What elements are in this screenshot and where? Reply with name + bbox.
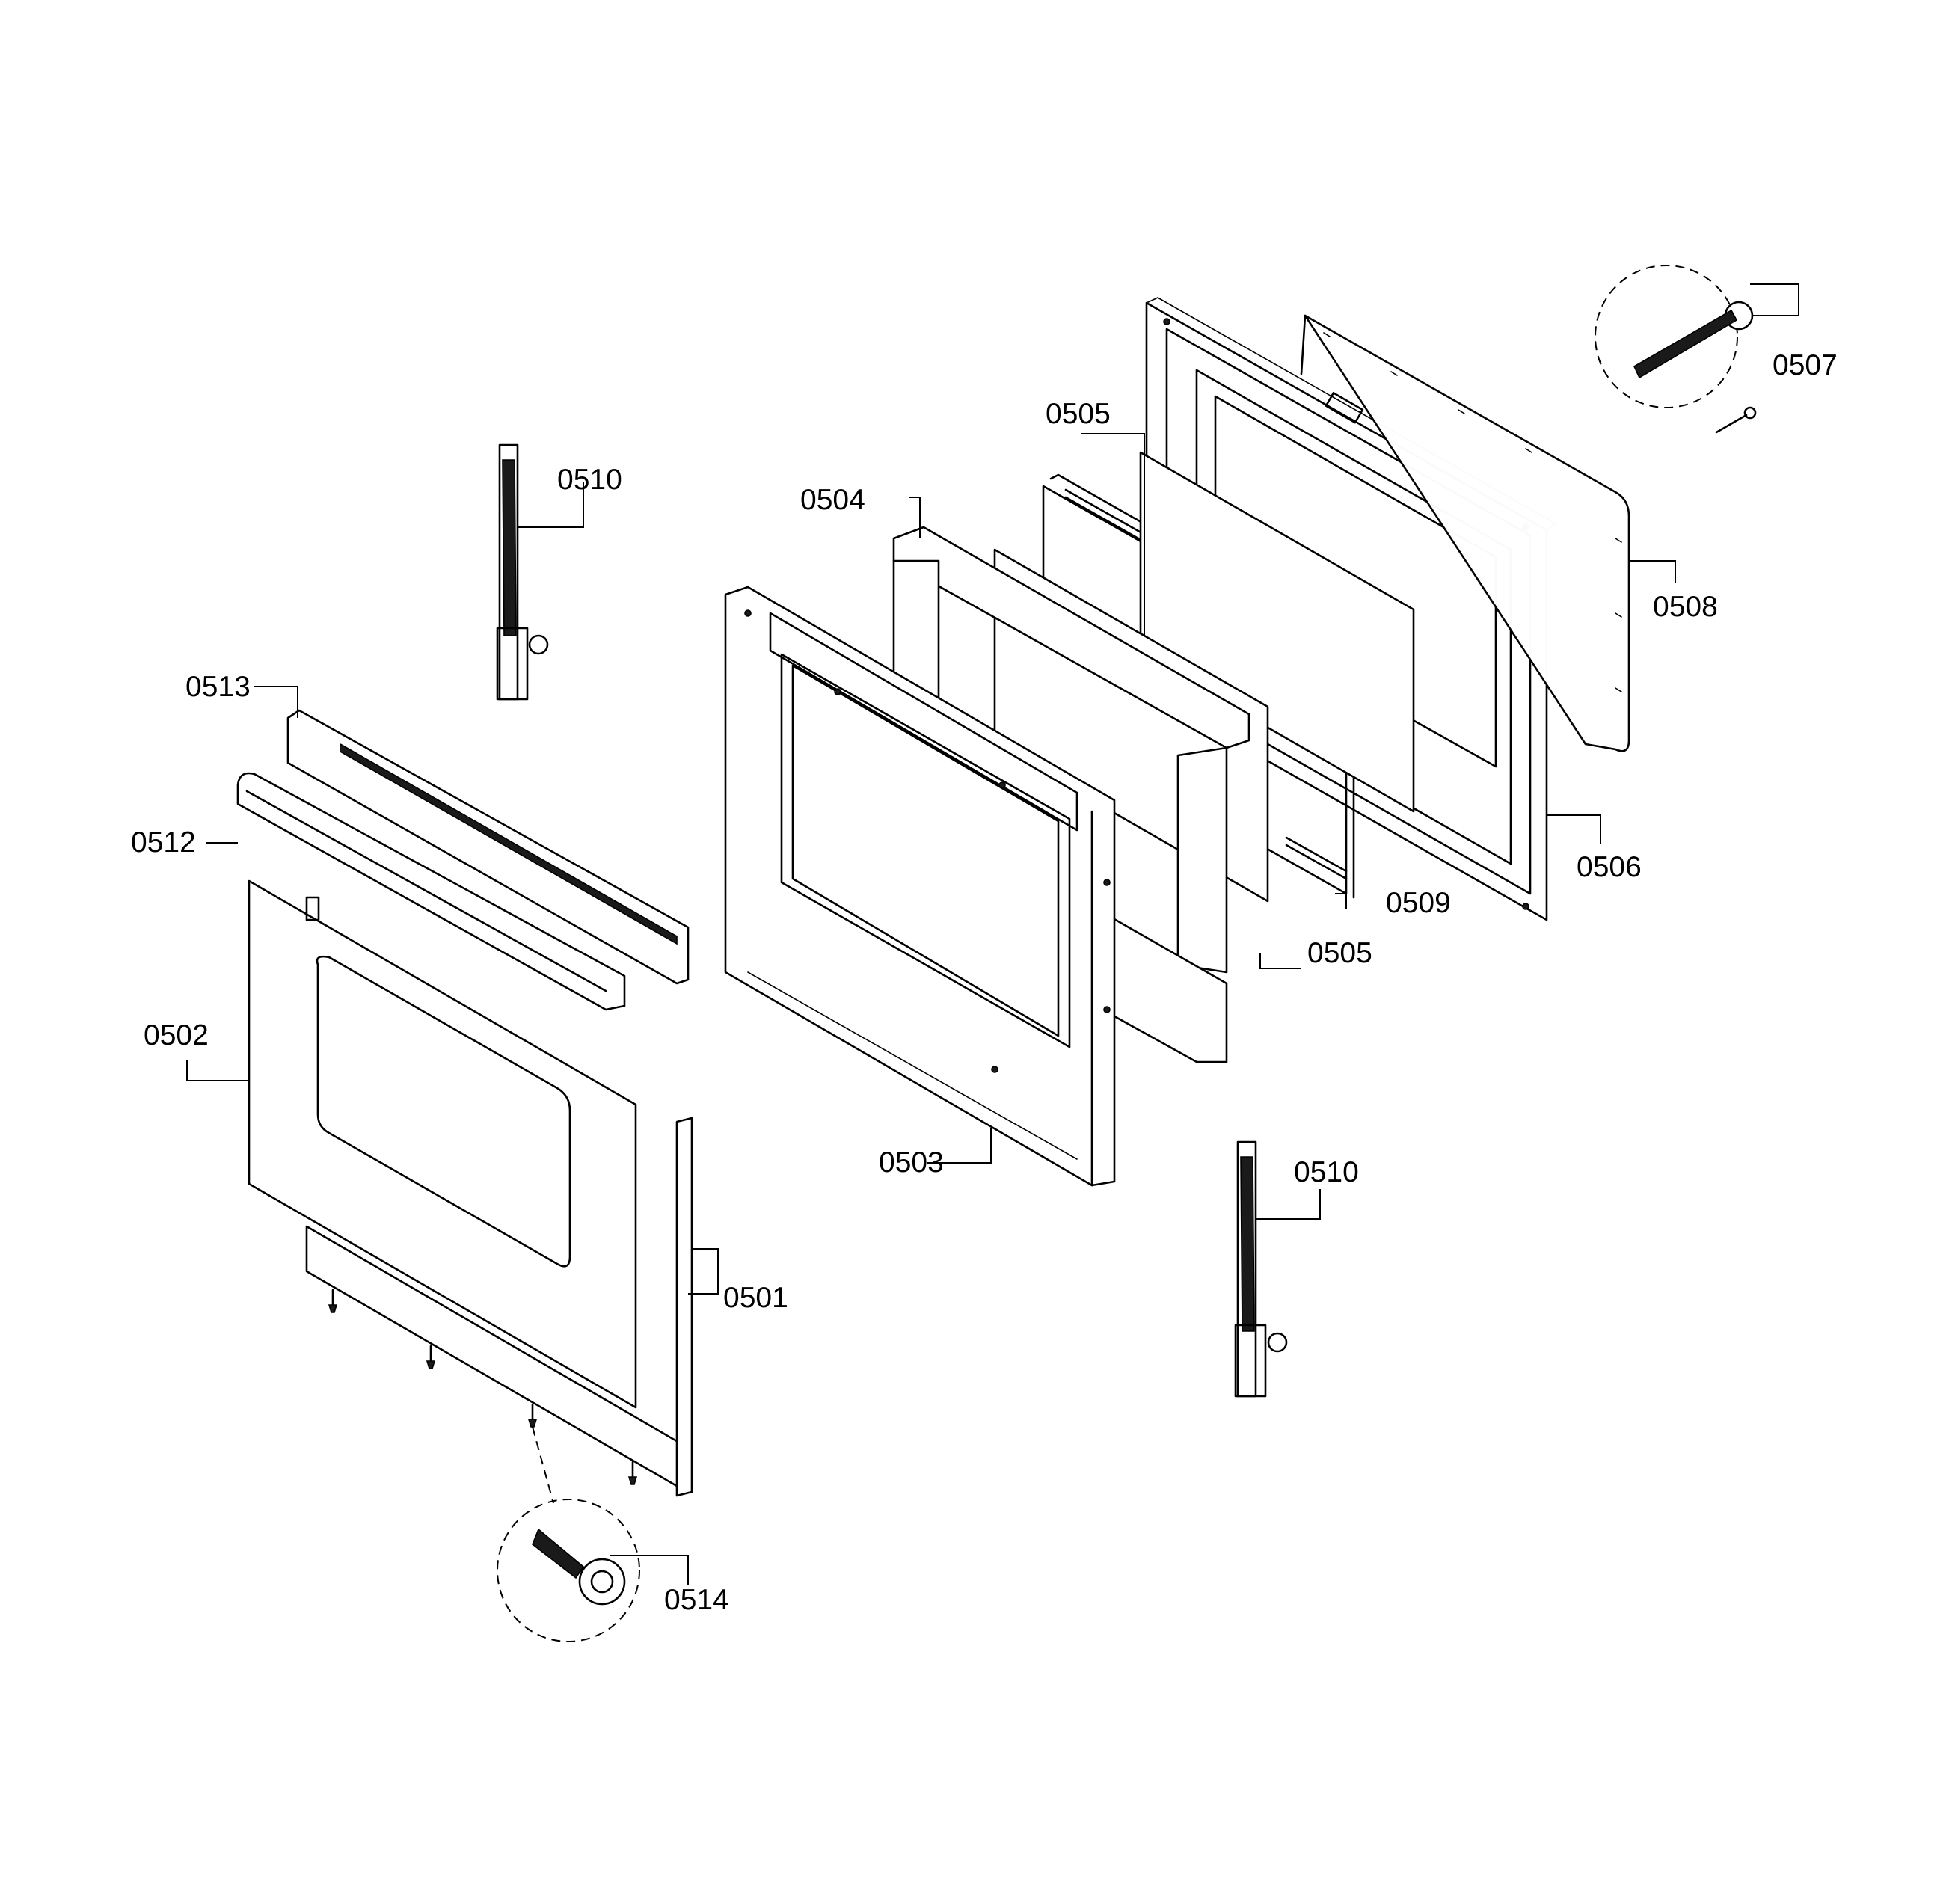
callout-0502: 0502 — [144, 1019, 209, 1051]
callout-0501: 0501 — [723, 1282, 788, 1314]
callout-0508: 0508 — [1653, 591, 1718, 623]
callout-0505-top: 0505 — [1046, 398, 1111, 430]
part-0513-top-trim — [286, 709, 690, 985]
part-0501-outer-frame — [305, 1117, 693, 1497]
detail-0514-screw — [497, 1426, 640, 1642]
callout-0514: 0514 — [664, 1584, 729, 1616]
callout-0504: 0504 — [800, 484, 865, 516]
callout-0513: 0513 — [185, 671, 251, 703]
callout-0512: 0512 — [131, 826, 196, 859]
callout-0509: 0509 — [1386, 887, 1451, 919]
callout-0510-top: 0510 — [557, 464, 622, 496]
callout-0506: 0506 — [1577, 851, 1642, 883]
part-0512-handle — [236, 772, 626, 1011]
detail-0507-bolt — [1595, 265, 1757, 434]
callout-0507: 0507 — [1773, 349, 1838, 381]
part-0510-hinge-top — [496, 443, 549, 701]
part-0505-glass-upper — [1139, 451, 1415, 813]
leader-lines — [186, 283, 1799, 1585]
part-0514-screws — [328, 1289, 638, 1485]
callout-0503: 0503 — [879, 1146, 944, 1179]
part-0503-door-liner — [724, 586, 1116, 1187]
callout-0510-bottom: 0510 — [1294, 1156, 1359, 1188]
callout-0505-bottom: 0505 — [1307, 937, 1372, 969]
part-0508-rear-cover — [1300, 314, 1630, 752]
part-0502-outer-glass — [248, 879, 637, 1409]
part-0510-hinge-bottom — [1234, 1140, 1288, 1398]
